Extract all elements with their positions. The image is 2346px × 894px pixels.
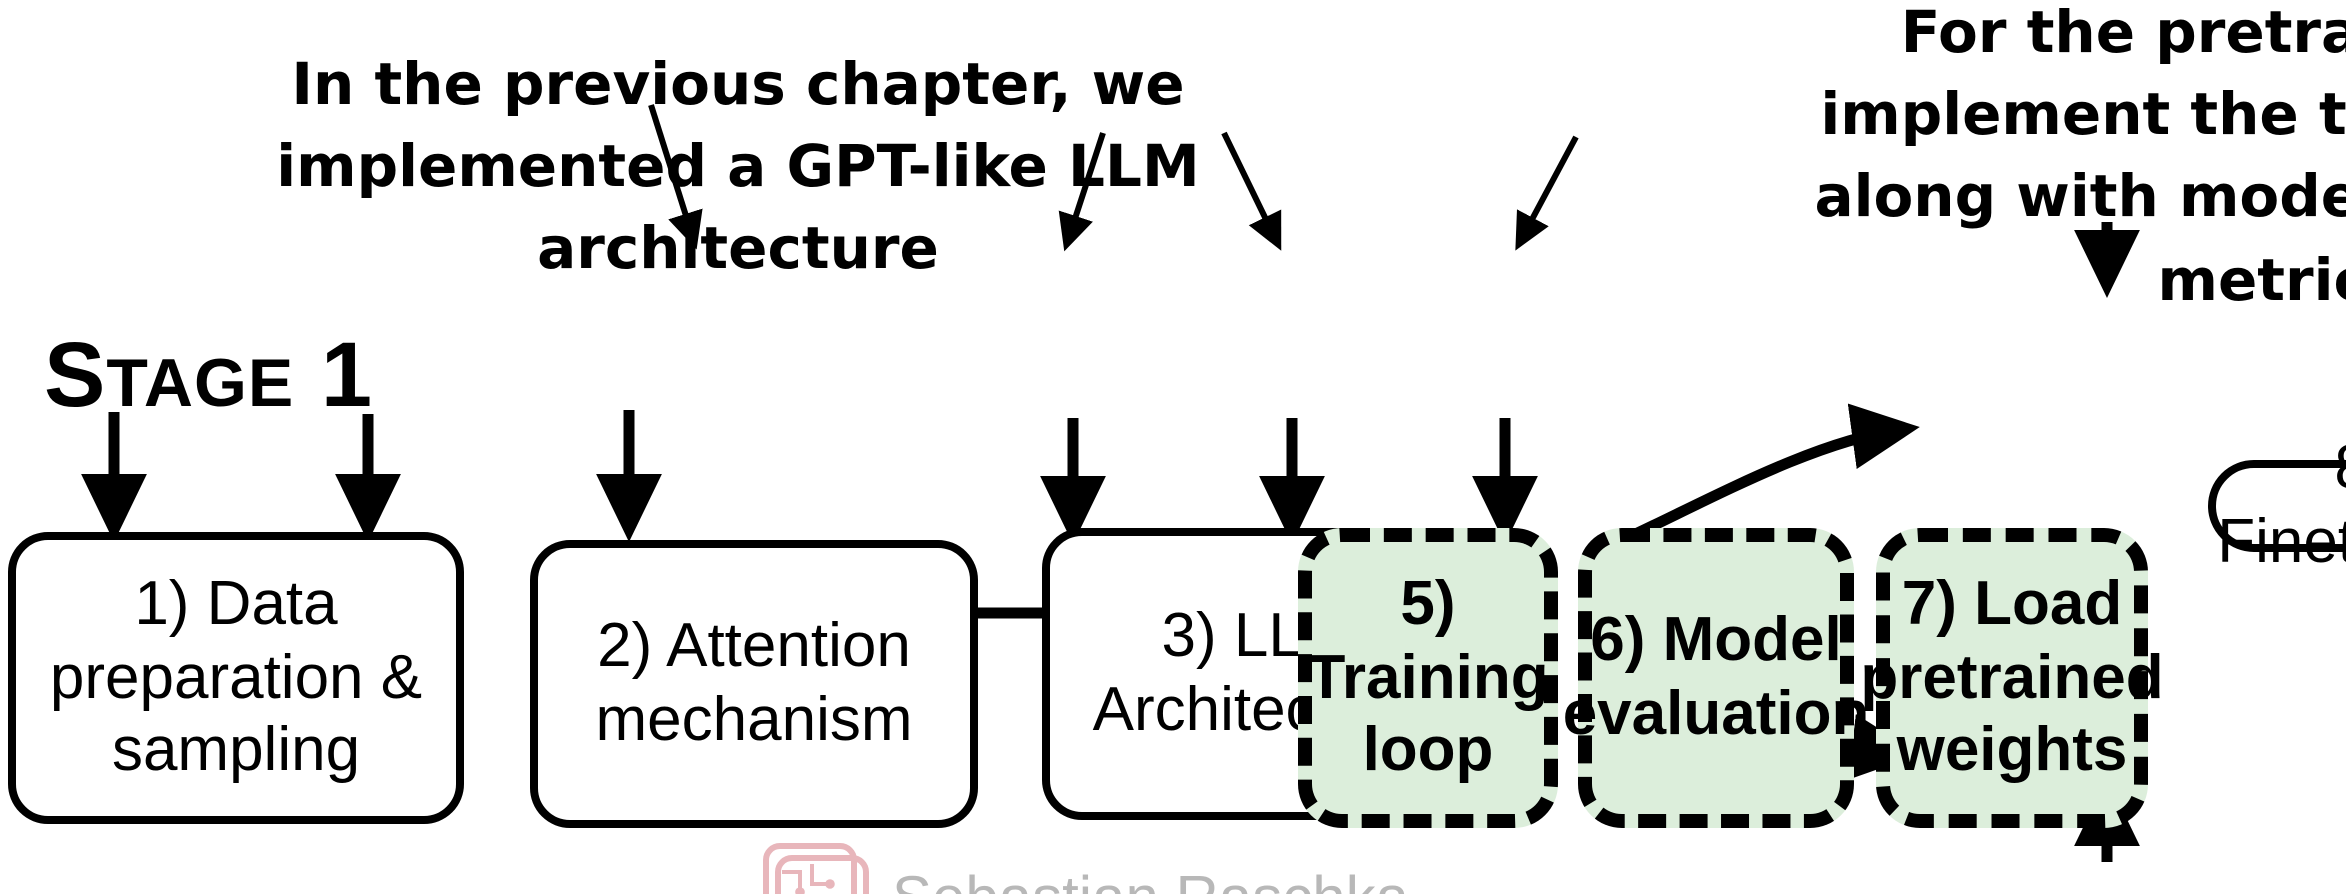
step-box-data-preparation[interactable]: 1) Data preparation & sampling (8, 532, 464, 824)
watermark-text: Sebastian Raschka (892, 866, 1409, 894)
arrow-annotation-load-weights (1515, 135, 1579, 251)
stage-1-label: STAGE 1 (44, 322, 373, 426)
annotation-pretraining-loop: For the pretraining, we implement the tr… (1814, 0, 2346, 314)
stage-1-cap: S (44, 322, 107, 426)
stage-1-num (294, 322, 321, 426)
watermark: Sebastian Raschka (760, 840, 1409, 894)
circuit-board-icon (763, 843, 869, 894)
model-evaluation-box[interactable]: 6) Model evaluation (1563, 528, 1869, 828)
load-pretrained-weights-box[interactable]: 7) Load pretrained weights (1860, 528, 2164, 828)
annotation-previous-chapter: In the previous chapter, we implemented … (276, 50, 1200, 283)
step-box-attention-mechanism[interactable]: 2) Attention mechanism (530, 540, 978, 828)
finetuning-classifier-pill[interactable]: 8) Finetuning (2208, 433, 2346, 576)
training-loop-box[interactable]: 5) Training loop (1298, 528, 1558, 828)
stage-1-rest: TAGE (106, 346, 295, 422)
